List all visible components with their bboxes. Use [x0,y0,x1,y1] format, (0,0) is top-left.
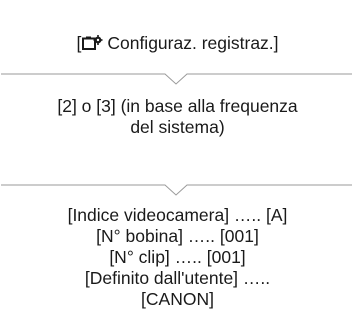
step-settings-list: [Indice videocamera] ….. [A] [N° bobina]… [0,205,355,310]
text-line: del sistema) [130,117,225,137]
camera-settings-icon [82,34,103,50]
setting-clip-number: [N° clip] ….. [001] [109,247,246,267]
setting-user-defined-value: [CANON] [141,289,214,309]
text-line: [2] o [3] (in base alla frequenza [57,96,298,116]
step-menu-selection: [ Configuraz. registraz.] [0,33,355,54]
setting-user-defined: [Definito dall'utente] ….. [84,268,271,288]
setting-reel-number: [N° bobina] ….. [001] [96,226,259,246]
open-bracket: [ [76,33,82,53]
setting-camera-index: [Indice videocamera] ….. [A] [67,205,288,225]
step-divider [1,72,352,86]
menu-item-label: Configuraz. registraz.] [107,33,279,53]
step-divider [1,183,352,197]
step-frequency-note: [2] o [3] (in base alla frequenza del si… [0,96,355,138]
